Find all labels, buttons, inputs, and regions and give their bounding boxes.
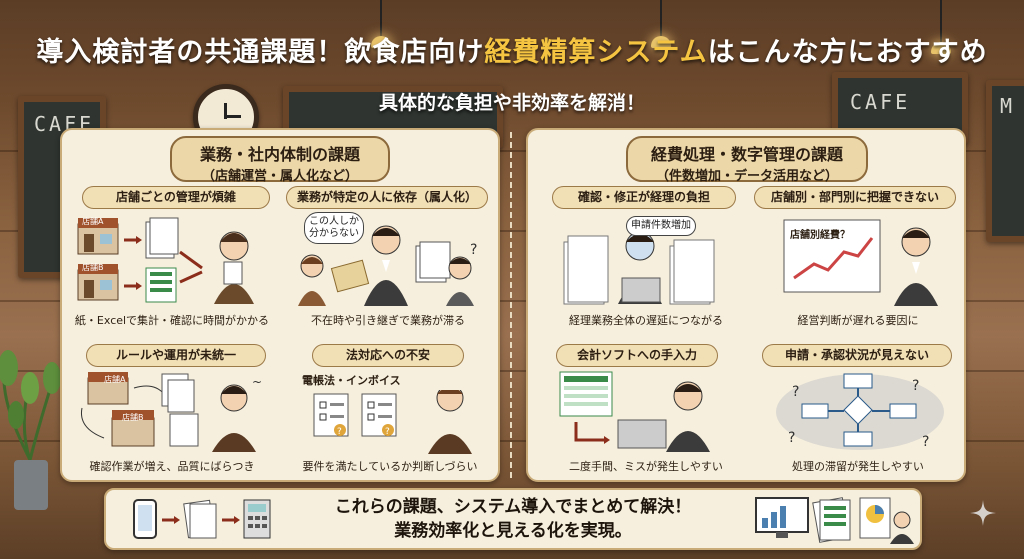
compliance-note: 電帳法・インボイス [302,374,401,387]
pendant-lamp-icon [371,0,391,48]
solution-line-1: これらの課題、システム導入でまとめて解決！ [334,497,692,517]
svg-text:?: ? [470,242,477,258]
title-text-end: はこんな方におすすめ [707,37,988,68]
speech-bubble: 申請件数増加 [626,216,696,236]
store-tag: 店舗A [82,217,104,226]
inconsistent-rules-icon: ~ [80,372,262,452]
svg-text:?: ? [788,430,795,446]
menu-board-edge: M [986,80,1024,242]
dependent-staff-icon: ? [298,225,477,306]
digitization-flow-icon [133,499,271,539]
subtitle: 具体的な負担や非効率を解消！ [378,92,645,114]
solution-banner: これらの課題、システム導入でまとめて解決！ 業務効率化と見える化を実現。 [104,488,922,550]
solution-line-2: 業務効率化と見える化を実現。 [394,521,632,541]
left-panel-title: 業務・社内体制の課題 （店舗運営・属人化など） [170,136,390,184]
wood-plank [0,230,1024,232]
right-panel-title: 経費処理・数字管理の課題 （件数増加・データ活用など） [626,136,868,184]
wood-plank [0,300,1024,302]
svg-text:?: ? [385,427,390,437]
solution-message: これらの課題、システム導入でまとめて解決！ 業務効率化と見える化を実現。 [276,495,750,543]
store-expense-chart-icon [783,219,938,306]
svg-text:?: ? [912,378,919,394]
wood-plank [0,440,1024,442]
chalkboard-text: CAFE [850,90,911,114]
issue-caption: 二度手間、ミスが発生しやすい [569,460,723,473]
issue-label-approval-status: 申請・承認状況が見えない [762,344,952,367]
stores-paperwork-icon [77,217,254,304]
svg-text:~: ~ [252,375,262,389]
panel-divider [510,132,512,478]
accounting-overload-icon [563,231,715,305]
issue-caption: 紙・Excelで集計・確認に時間がかかる [74,314,270,327]
issue-label-rules: ルールや運用が未統一 [86,344,266,367]
title-text: 導入検討者の共通課題！飲食店向け [36,37,485,68]
issue-caption: 経営判断が遅れる要因に [797,314,919,327]
svg-text:?: ? [792,384,799,400]
legal-checklist-icon: ? ? [313,390,472,454]
issue-label-dependency: 業務が特定の人に依存（属人化） [286,186,488,209]
pendant-lamp-icon [651,0,671,48]
speech-bubble: この人しか 分からない [304,212,364,244]
svg-text:?: ? [922,434,929,450]
store-tag: 店舗A [104,375,126,384]
issue-caption: 確認作業が増え、品質にばらつき [89,460,255,473]
page-title: 導入検討者の共通課題！飲食店向け経費精算システムはこんな方におすすめ [0,30,1024,69]
issue-label-store-management: 店舗ごとの管理が煩雑 [82,186,270,209]
wood-plank [0,370,1024,372]
potted-plant-icon [0,350,60,510]
issue-label-accounting-burden: 確認・修正が経理の負担 [552,186,736,209]
right-panel-heading: 経費処理・数字管理の課題 [650,145,843,164]
issue-caption: 経理業務全体の遅延につながる [569,314,723,327]
left-panel-heading: 業務・社内体制の課題 [199,145,360,164]
issue-caption: 要件を満たしているか判断しづらい [302,460,478,473]
store-tag: 店舗B [82,263,104,272]
chalkboard-text: M [1000,94,1016,118]
dashboard-report-icon [755,497,914,544]
chart-bubble-text: 店舗別経費？ [790,230,850,241]
sparkle-icon [970,500,996,526]
workflow-fog-icon: ? ? ? ? [776,373,944,450]
pendant-lamp-icon [931,0,951,54]
wood-plank [0,150,1024,152]
left-panel-subheading: （店舗運営・属人化など） [201,169,358,184]
speech-bubble-text: 申請件数増加 [631,220,691,231]
issue-label-compliance: 法対応への不安 [312,344,464,367]
title-highlight: 経費精算システム [484,37,708,68]
issue-label-visibility: 店舗別・部門別に把握できない [754,186,956,209]
svg-text:?: ? [337,427,342,437]
right-panel-subheading: （件数増加・データ活用など） [655,169,838,184]
speech-bubble-text: この人しか 分からない [309,216,359,239]
store-tag: 店舗B [122,413,144,422]
manual-input-icon [559,371,710,452]
issue-caption: 処理の滞留が発生しやすい [792,460,924,473]
issue-caption: 不在時や引き継ぎで業務が滞る [311,314,465,327]
issue-label-manual-entry: 会計ソフトへの手入力 [556,344,718,367]
